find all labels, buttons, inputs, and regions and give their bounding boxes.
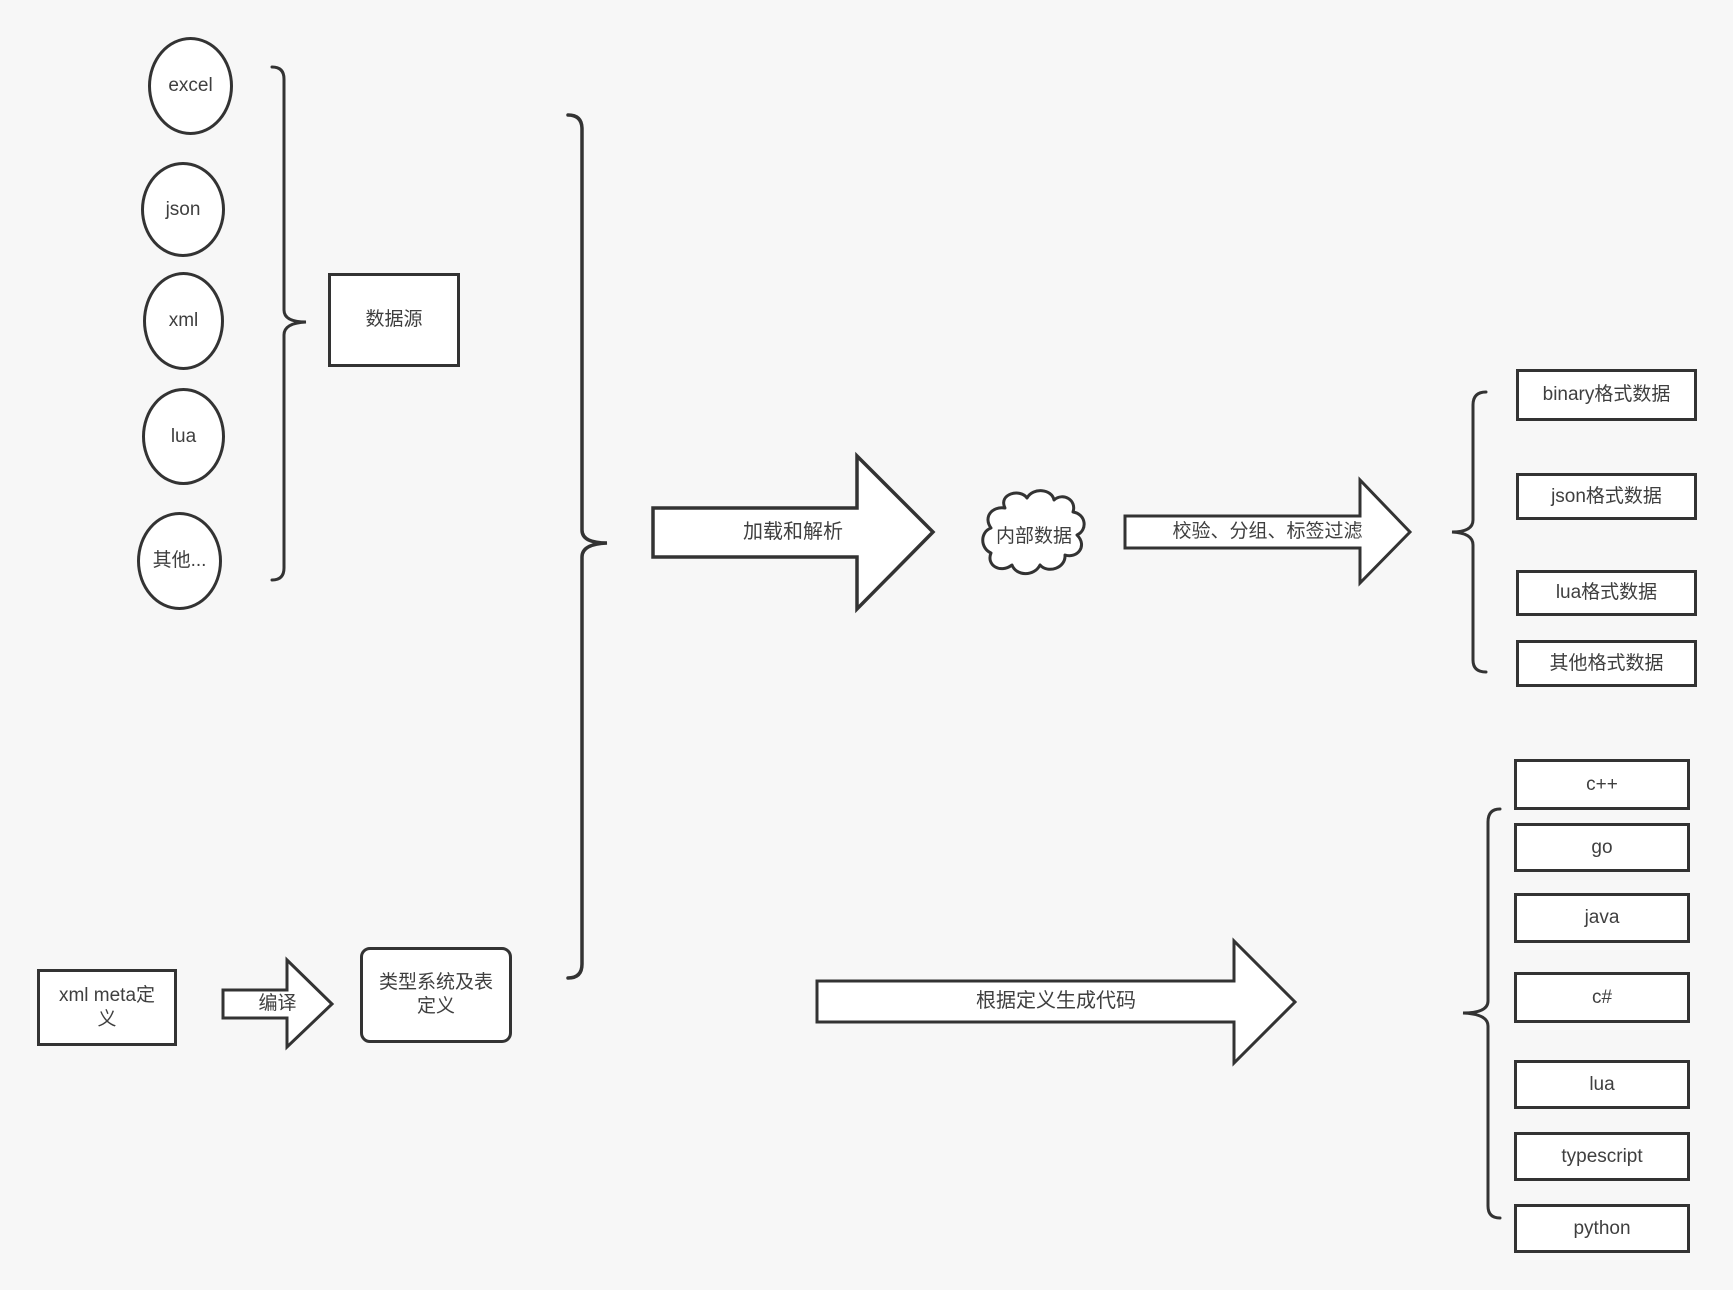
- lang-box-csharp: c#: [1514, 972, 1690, 1023]
- output-box-lua: lua格式数据: [1516, 570, 1697, 616]
- source-node-excel: excel: [148, 37, 233, 135]
- type-system-box: 类型系统及表定义: [360, 947, 512, 1043]
- output-box-json: json格式数据: [1516, 473, 1697, 520]
- output-box-binary: binary格式数据: [1516, 369, 1697, 421]
- lang-box-java: java: [1514, 893, 1690, 943]
- sources-brace: [270, 65, 307, 582]
- compile-arrow-label: 编译: [258, 993, 297, 1014]
- lang-box-lua: lua: [1514, 1060, 1690, 1109]
- internal-data-cloud: [981, 489, 1086, 576]
- code-outputs-brace: [1462, 807, 1502, 1220]
- compile-arrow: [221, 956, 335, 1051]
- lang-box-cpp: c++: [1514, 759, 1690, 810]
- internal-data-cloud-label: 内部数据: [995, 526, 1072, 547]
- source-node-xml: xml: [143, 272, 224, 370]
- source-node-json: json: [141, 162, 225, 257]
- lang-box-python: python: [1514, 1204, 1690, 1253]
- xml-meta-definition-box: xml meta定义: [37, 969, 177, 1046]
- lang-box-typescript: typescript: [1514, 1132, 1690, 1181]
- source-node-other: 其他...: [137, 512, 222, 610]
- lang-box-go: go: [1514, 823, 1690, 872]
- generate-code-arrow-label: 根据定义生成代码: [976, 990, 1136, 1012]
- data-source-group-box: 数据源: [328, 273, 460, 367]
- inputs-brace: [566, 113, 608, 980]
- filter-arrow: [1123, 476, 1413, 587]
- filter-arrow-label: 校验、分组、标签过滤: [1172, 521, 1363, 542]
- load-parse-arrow: [651, 451, 936, 614]
- load-parse-arrow-label: 加载和解析: [743, 521, 843, 543]
- output-box-other: 其他格式数据: [1516, 640, 1697, 687]
- data-outputs-brace: [1451, 390, 1488, 674]
- generate-code-arrow: [815, 937, 1298, 1067]
- source-node-lua: lua: [142, 388, 225, 485]
